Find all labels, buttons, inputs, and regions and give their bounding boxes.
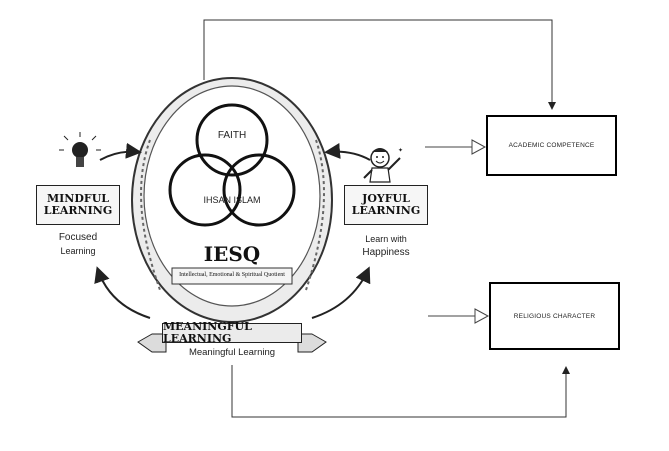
iesq-subtitle-ribbon (171, 267, 293, 285)
mindful-line2: LEARNING (43, 204, 113, 217)
joyful-caption-2: Happiness (362, 247, 410, 258)
left-laurel (140, 139, 161, 291)
right-laurel (305, 139, 325, 291)
meaningful-banner-text: MEANINGFUL LEARNING (163, 320, 252, 345)
top-connector-line (203, 19, 556, 110)
mindful-caption-2: Learning (60, 246, 96, 256)
lower-left-arrow (94, 266, 151, 319)
lightbulb-icon (59, 132, 101, 167)
academic-competence-box: ACADEMIC COMPETENCE (486, 115, 617, 176)
religious-character-box: RELIGIOUS CHARACTER (489, 282, 620, 350)
banner-right-tail (297, 333, 327, 353)
religious-character-label: RELIGIOUS CHARACTER (513, 312, 596, 320)
iesq-inner-egg (143, 85, 321, 307)
arrow-to-religious-icon (428, 308, 490, 324)
mindful-learning-banner: MINDFUL LEARNING (36, 185, 120, 225)
joyful-line2: LEARNING (351, 204, 421, 217)
faith-label: FAITH (217, 130, 247, 141)
joyful-learning-banner: JOYFUL LEARNING (344, 185, 428, 225)
faith-circle (195, 103, 269, 177)
mindful-caption-1: Focused (58, 232, 98, 243)
meaningful-learning-banner: MEANINGFUL LEARNING (162, 320, 302, 345)
arrow-to-academic-icon (425, 139, 487, 155)
meaningful-caption: Meaningful Learning (188, 347, 276, 358)
academic-competence-label: ACADEMIC COMPETENCE (508, 142, 595, 149)
joyful-line1: JOYFUL (362, 192, 410, 206)
left-curved-arrow (99, 142, 142, 161)
iesq-subtitle: Intellectual, Emotional & Spiritual Quot… (179, 272, 285, 278)
svg-text:✦: ✦ (398, 147, 403, 154)
child-icon: ✦ (363, 147, 403, 183)
ihsan-islam-label: IHSAN ISLAM (203, 195, 261, 205)
joyful-caption-1: Learn with (365, 234, 407, 244)
iesq-title: IESQ (203, 242, 261, 266)
left-circle (168, 153, 242, 227)
mindful-line1: MINDFUL (46, 192, 110, 206)
lower-right-arrow (311, 266, 371, 319)
right-circle (222, 153, 296, 227)
right-curved-arrow (324, 143, 371, 161)
bottom-connector-line (231, 365, 570, 418)
